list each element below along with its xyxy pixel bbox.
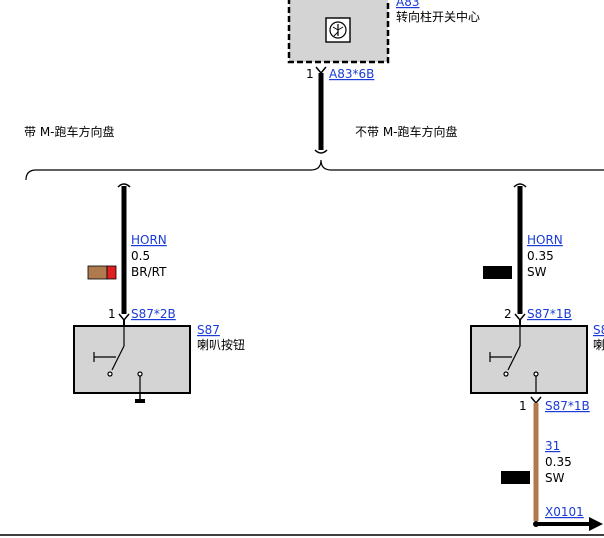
variant-brace (25, 159, 604, 181)
right-wire-color: SW (527, 265, 547, 279)
connector-fork-right-bottom (530, 396, 542, 405)
wire-break-trunk (314, 149, 328, 154)
arrow-right-icon (589, 517, 603, 531)
connector-fork-a83 (315, 66, 327, 75)
ground-connector-link[interactable]: X0101 (545, 505, 584, 519)
module-a83-name: 转向柱开关中心 (396, 9, 480, 24)
left-component-name: 喇叭按钮 (197, 337, 245, 352)
left-wire-name-link[interactable]: HORN (131, 233, 167, 247)
left-component-id-link[interactable]: S87 (197, 323, 220, 337)
right-component-id-link[interactable]: S8 (593, 323, 604, 337)
connector-fork-left (118, 313, 130, 322)
component-s87-left-box (73, 325, 191, 394)
wire-color-swatch-brown (87, 265, 108, 280)
wire-break-right (513, 183, 527, 188)
ground-icon (135, 393, 145, 403)
right-pin-top: 2 (504, 307, 512, 321)
left-wire-size: 0.5 (131, 249, 150, 263)
connector-fork-right-top (514, 313, 526, 322)
wire-break-left (117, 183, 131, 188)
right-pin-bottom: 1 (519, 399, 527, 413)
right-component-name: 喇 (593, 337, 604, 352)
ground-wire-name-link[interactable]: 31 (545, 439, 560, 453)
right-connector-top-link[interactable]: S87*1B (527, 307, 572, 321)
right-wire-name-link[interactable]: HORN (527, 233, 563, 247)
ground-wire-color: SW (545, 471, 565, 485)
component-s87-right-box (470, 325, 588, 394)
module-a83-pin: 1 (306, 67, 314, 81)
left-connector-link[interactable]: S87*2B (131, 307, 176, 321)
right-connector-bottom-link[interactable]: S87*1B (545, 399, 590, 413)
transistor-symbol-icon (325, 17, 351, 43)
ground-wire-size: 0.35 (545, 455, 572, 469)
module-a83-id-link[interactable]: A83 (396, 0, 419, 9)
switch-symbol-icon (489, 326, 539, 393)
switch-symbol-icon (93, 326, 143, 393)
module-a83-connector-link[interactable]: A83*6B (329, 67, 374, 81)
branch-label-without-m-steering: 不带 M-跑车方向盘 (355, 124, 458, 139)
wire-color-swatch-black-ground (501, 471, 530, 484)
wire-color-swatch-black (483, 266, 512, 279)
left-pin: 1 (108, 307, 116, 321)
right-wire-size: 0.35 (527, 249, 554, 263)
wire-color-swatch-red (106, 265, 117, 280)
branch-label-with-m-steering: 带 M-跑车方向盘 (24, 124, 115, 139)
left-wire-color: BR/RT (131, 265, 167, 279)
